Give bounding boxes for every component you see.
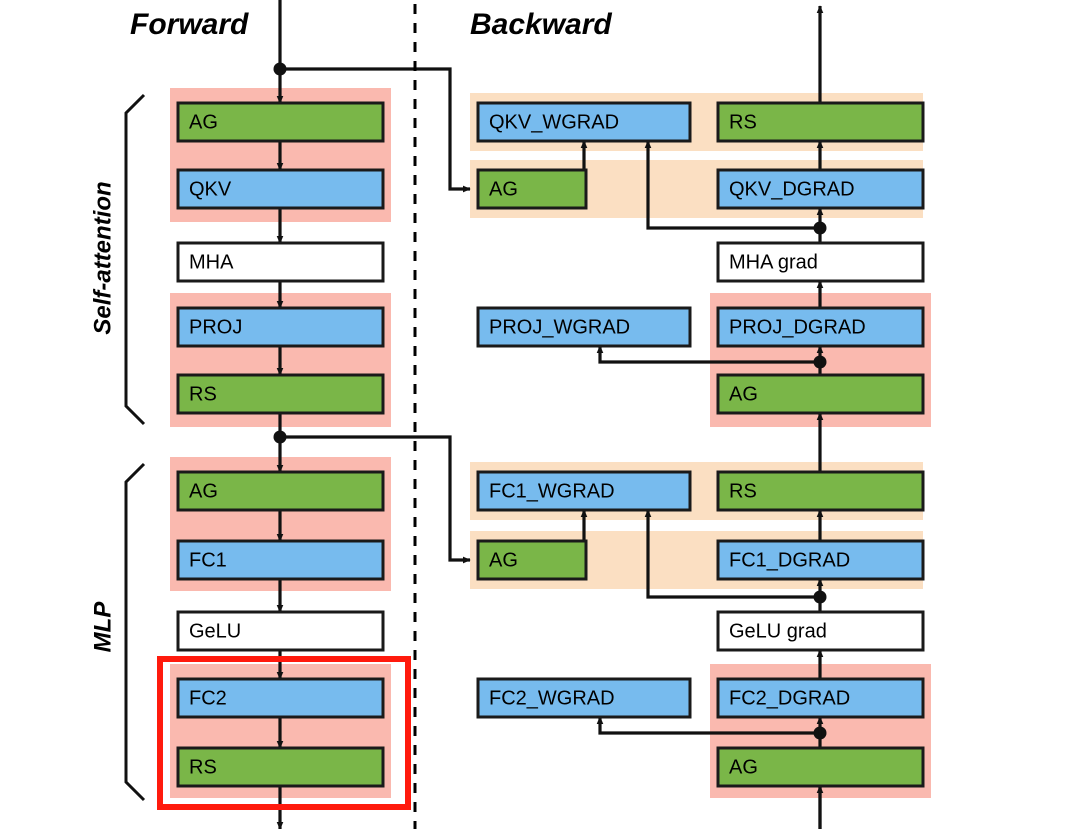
node-box-bwd-ag-4	[716, 746, 925, 788]
node-box-bwd-mha-grad	[716, 241, 925, 283]
edge-branch-attn-to-bwd-ag1	[280, 67, 471, 193]
node-label-fwd-ag-2: AG	[189, 480, 218, 502]
node-box-fwd-ag-1	[176, 101, 385, 143]
node-box-bwd-fc1-dgrad	[716, 539, 925, 581]
node-box-bwd-proj-wgrad	[476, 306, 692, 348]
node-bwd-fc2-wgrad: FC2_WGRAD	[476, 677, 692, 719]
brace-mlp	[124, 462, 146, 802]
group-braces	[124, 93, 146, 802]
group-label-self-attention: Self-attention	[89, 181, 116, 334]
node-box-bwd-fc2-dgrad	[716, 677, 925, 719]
node-box-fwd-mha	[176, 241, 385, 283]
node-bwd-fc1-dgrad: FC1_DGRAD	[716, 539, 925, 581]
edge-branch-mlp-to-bwd-ag3	[280, 435, 471, 564]
node-label-bwd-qkv-dgrad: QKV_DGRAD	[729, 178, 855, 200]
node-box-fwd-fc1	[176, 539, 385, 581]
node-label-fwd-ag-1: AG	[189, 111, 218, 133]
node-label-fwd-rs-2: RS	[189, 756, 217, 778]
edge-fc2ag-split-to-fc2wgrad	[596, 716, 820, 735]
node-bwd-proj-dgrad: PROJ_DGRAD	[716, 306, 925, 348]
node-label-fwd-proj: PROJ	[189, 316, 242, 338]
node-label-bwd-gelu-grad: GeLU grad	[729, 620, 827, 642]
node-box-fwd-ag-2	[176, 470, 385, 512]
forward-title: Forward	[130, 8, 249, 41]
node-bwd-gelu-grad: GeLU grad	[716, 610, 925, 652]
brace-self-attention	[124, 93, 146, 426]
node-box-fwd-fc2	[176, 677, 385, 719]
node-label-bwd-proj-wgrad: PROJ_WGRAD	[489, 316, 630, 338]
junction-dot-mlp-input	[273, 430, 287, 444]
node-bwd-ag-1: AG	[476, 168, 588, 210]
backward-title: Backward	[470, 8, 612, 41]
node-box-fwd-rs-1	[176, 373, 385, 415]
node-bwd-proj-wgrad: PROJ_WGRAD	[476, 306, 692, 348]
node-fwd-ag-1: AG	[176, 101, 385, 143]
node-bwd-qkv-wgrad: QKV_WGRAD	[476, 101, 692, 143]
group-label-mlp: MLP	[89, 601, 116, 653]
node-label-fwd-fc2: FC2	[189, 687, 227, 709]
node-bwd-rs-1: RS	[716, 101, 925, 143]
node-box-bwd-ag-1	[476, 168, 588, 210]
node-label-bwd-fc2-wgrad: FC2_WGRAD	[489, 687, 615, 709]
node-bwd-ag-3: AG	[476, 539, 588, 581]
node-fwd-mha: MHA	[176, 241, 385, 283]
edge-projag-split-to-projwgrad	[596, 345, 820, 364]
edge-gelugrad-split-to-fc1wgrad	[644, 509, 820, 599]
node-bwd-rs-2: RS	[716, 470, 925, 512]
node-box-fwd-proj	[176, 306, 385, 348]
node-label-bwd-fc1-wgrad: FC1_WGRAD	[489, 480, 615, 502]
node-box-fwd-rs-2	[176, 746, 385, 788]
node-fwd-qkv: QKV	[176, 168, 385, 210]
node-label-bwd-fc2-dgrad: FC2_DGRAD	[729, 687, 850, 709]
node-bwd-ag-4: AG	[716, 746, 925, 788]
node-label-bwd-ag-4: AG	[729, 756, 758, 778]
node-box-bwd-ag-2	[716, 373, 925, 415]
node-fwd-proj: PROJ	[176, 306, 385, 348]
node-fwd-rs-2: RS	[176, 746, 385, 788]
node-box-bwd-gelu-grad	[716, 610, 925, 652]
node-fwd-rs-1: RS	[176, 373, 385, 415]
junction-dot-attn-input	[273, 62, 287, 76]
node-label-fwd-qkv: QKV	[189, 178, 232, 200]
node-box-bwd-fc2-wgrad	[476, 677, 692, 719]
node-label-bwd-fc1-dgrad: FC1_DGRAD	[729, 549, 850, 571]
connector-arrows	[273, 0, 827, 829]
node-fwd-fc1: FC1	[176, 539, 385, 581]
node-box-fwd-qkv	[176, 168, 385, 210]
node-label-bwd-proj-dgrad: PROJ_DGRAD	[729, 316, 866, 338]
node-box-bwd-proj-dgrad	[716, 306, 925, 348]
node-label-bwd-ag-3: AG	[489, 549, 518, 571]
fc2-rs-highlight-box	[157, 656, 411, 810]
node-box-bwd-rs-1	[716, 101, 925, 143]
node-box-bwd-qkv-wgrad	[476, 101, 692, 143]
node-fwd-gelu: GeLU	[176, 610, 385, 652]
node-bwd-ag-2: AG	[716, 373, 925, 415]
node-label-fwd-fc1: FC1	[189, 549, 227, 571]
node-box-fwd-gelu	[176, 610, 385, 652]
node-label-fwd-mha: MHA	[189, 251, 234, 273]
node-label-bwd-qkv-wgrad: QKV_WGRAD	[489, 111, 619, 133]
node-bwd-mha-grad: MHA grad	[716, 241, 925, 283]
node-label-bwd-rs-1: RS	[729, 111, 757, 133]
node-label-bwd-rs-2: RS	[729, 480, 757, 502]
node-box-bwd-rs-2	[716, 470, 925, 512]
node-box-bwd-ag-3	[476, 539, 588, 581]
node-box-bwd-qkv-dgrad	[716, 168, 925, 210]
node-bwd-fc1-wgrad: FC1_WGRAD	[476, 470, 692, 512]
node-box-bwd-fc1-wgrad	[476, 470, 692, 512]
node-fwd-fc2: FC2	[176, 677, 385, 719]
node-label-fwd-rs-1: RS	[189, 383, 217, 405]
node-label-bwd-ag-2: AG	[729, 383, 758, 405]
node-bwd-fc2-dgrad: FC2_DGRAD	[716, 677, 925, 719]
edge-mhagrad-split-to-qkvwgrad	[644, 140, 820, 230]
node-bwd-qkv-dgrad: QKV_DGRAD	[716, 168, 925, 210]
node-label-bwd-mha-grad: MHA grad	[729, 251, 818, 273]
node-label-bwd-ag-1: AG	[489, 178, 518, 200]
node-label-fwd-gelu: GeLU	[189, 620, 241, 642]
node-fwd-ag-2: AG	[176, 470, 385, 512]
